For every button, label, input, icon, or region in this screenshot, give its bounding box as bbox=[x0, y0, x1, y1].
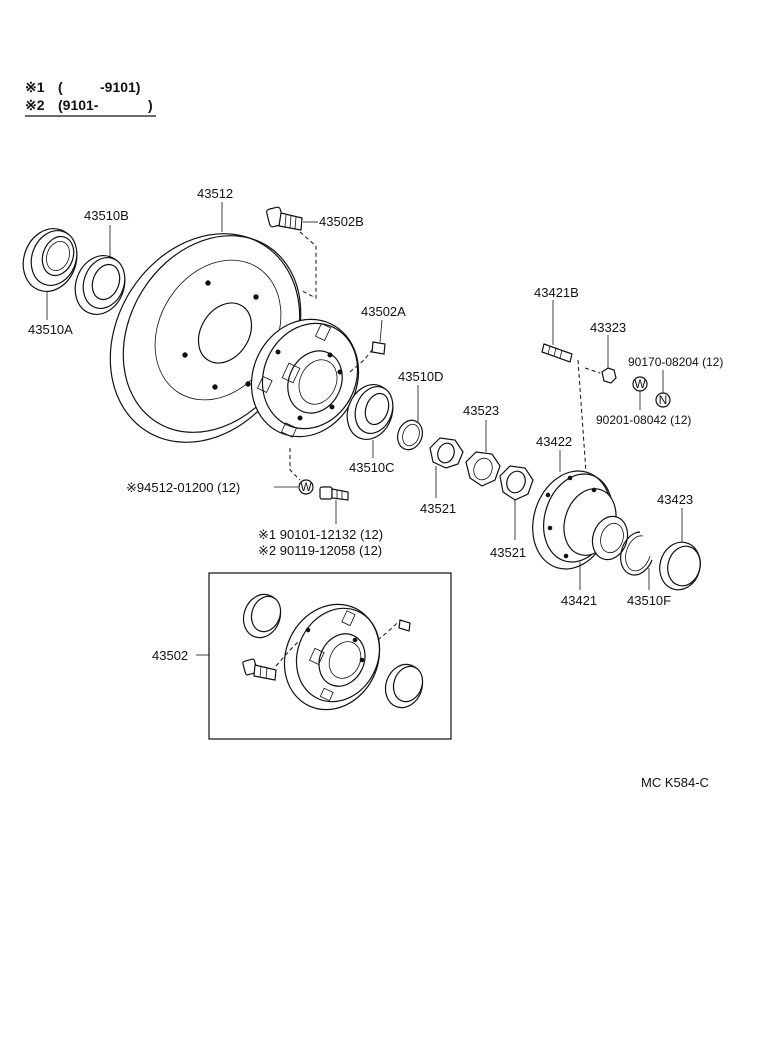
legend-row2-close: ) bbox=[148, 97, 153, 113]
label-90101: ※1 90101-12132 (12) bbox=[258, 527, 383, 542]
label-43521-left: 43521 bbox=[420, 501, 456, 516]
label-43421: 43421 bbox=[561, 593, 597, 608]
dash-43323 bbox=[584, 367, 601, 374]
hub-cap-43423 bbox=[659, 541, 701, 591]
hub-assembly-43502-box bbox=[208, 572, 452, 740]
snap-ring-43510f bbox=[620, 531, 653, 576]
label-43523: 43523 bbox=[463, 403, 499, 418]
dash-94512 bbox=[289, 448, 301, 481]
hub-bolt-43502a bbox=[371, 341, 386, 355]
label-90201: 90201-08042 (12) bbox=[596, 413, 691, 427]
axle-hub bbox=[250, 318, 360, 438]
washer-43510d bbox=[397, 419, 423, 451]
nut-marker: N bbox=[655, 392, 671, 408]
leader-43502a bbox=[379, 319, 383, 343]
label-43510c: 43510C bbox=[349, 460, 395, 475]
label-43323: 43323 bbox=[590, 320, 626, 335]
bearing-43510c bbox=[346, 384, 394, 440]
label-43422: 43422 bbox=[536, 434, 572, 449]
washer-marker: W bbox=[632, 376, 648, 392]
dash-43502b bbox=[299, 231, 317, 299]
lock-nut-43521-right bbox=[499, 465, 534, 501]
label-43510a: 43510A bbox=[28, 322, 73, 337]
label-43423: 43423 bbox=[657, 492, 693, 507]
bearing-43510b bbox=[74, 255, 126, 315]
freewheel-hub-43421 bbox=[532, 470, 629, 570]
legend-row1-mark: ※1 bbox=[25, 79, 45, 95]
oil-seal-43510a bbox=[22, 228, 78, 292]
drawing-code: MC K584-C bbox=[641, 775, 709, 790]
label-43521-right: 43521 bbox=[490, 545, 526, 560]
hub-bolt-43502b bbox=[266, 206, 303, 231]
legend-row1-open: ( bbox=[58, 79, 63, 95]
label-90170: 90170-08204 (12) bbox=[628, 355, 723, 369]
label-43421b: 43421B bbox=[534, 285, 579, 300]
legend-row2-range: (9101- bbox=[58, 97, 99, 113]
label-43510d: 43510D bbox=[398, 369, 444, 384]
label-43510f: 43510F bbox=[627, 593, 671, 608]
legend-row1-range: -9101) bbox=[100, 79, 140, 95]
washer-94512-letter: W bbox=[300, 480, 312, 494]
stud-43421b bbox=[541, 343, 573, 363]
bolt-90101 bbox=[319, 486, 349, 501]
washer-94512: W bbox=[298, 479, 314, 495]
dash-43421b bbox=[577, 359, 589, 501]
nut-marker-letter: N bbox=[659, 393, 668, 407]
label-43512: 43512 bbox=[197, 186, 233, 201]
label-43502b: 43502B bbox=[319, 214, 364, 229]
hub-assembly-43502 bbox=[242, 593, 424, 711]
lock-washer-43523 bbox=[465, 451, 501, 487]
legend: ※1 ( -9101) ※2 (9101- ) bbox=[25, 79, 156, 117]
legend-row2-mark: ※2 bbox=[25, 97, 45, 113]
label-43502a: 43502A bbox=[361, 304, 406, 319]
label-90119: ※2 90119-12058 (12) bbox=[258, 543, 382, 558]
label-43510b: 43510B bbox=[84, 208, 129, 223]
label-94512: ※94512-01200 (12) bbox=[126, 480, 240, 495]
lock-nut-43521-left bbox=[429, 437, 464, 469]
label-43502: 43502 bbox=[152, 648, 188, 663]
nut-43323 bbox=[601, 367, 617, 384]
washer-marker-letter: W bbox=[634, 377, 646, 391]
